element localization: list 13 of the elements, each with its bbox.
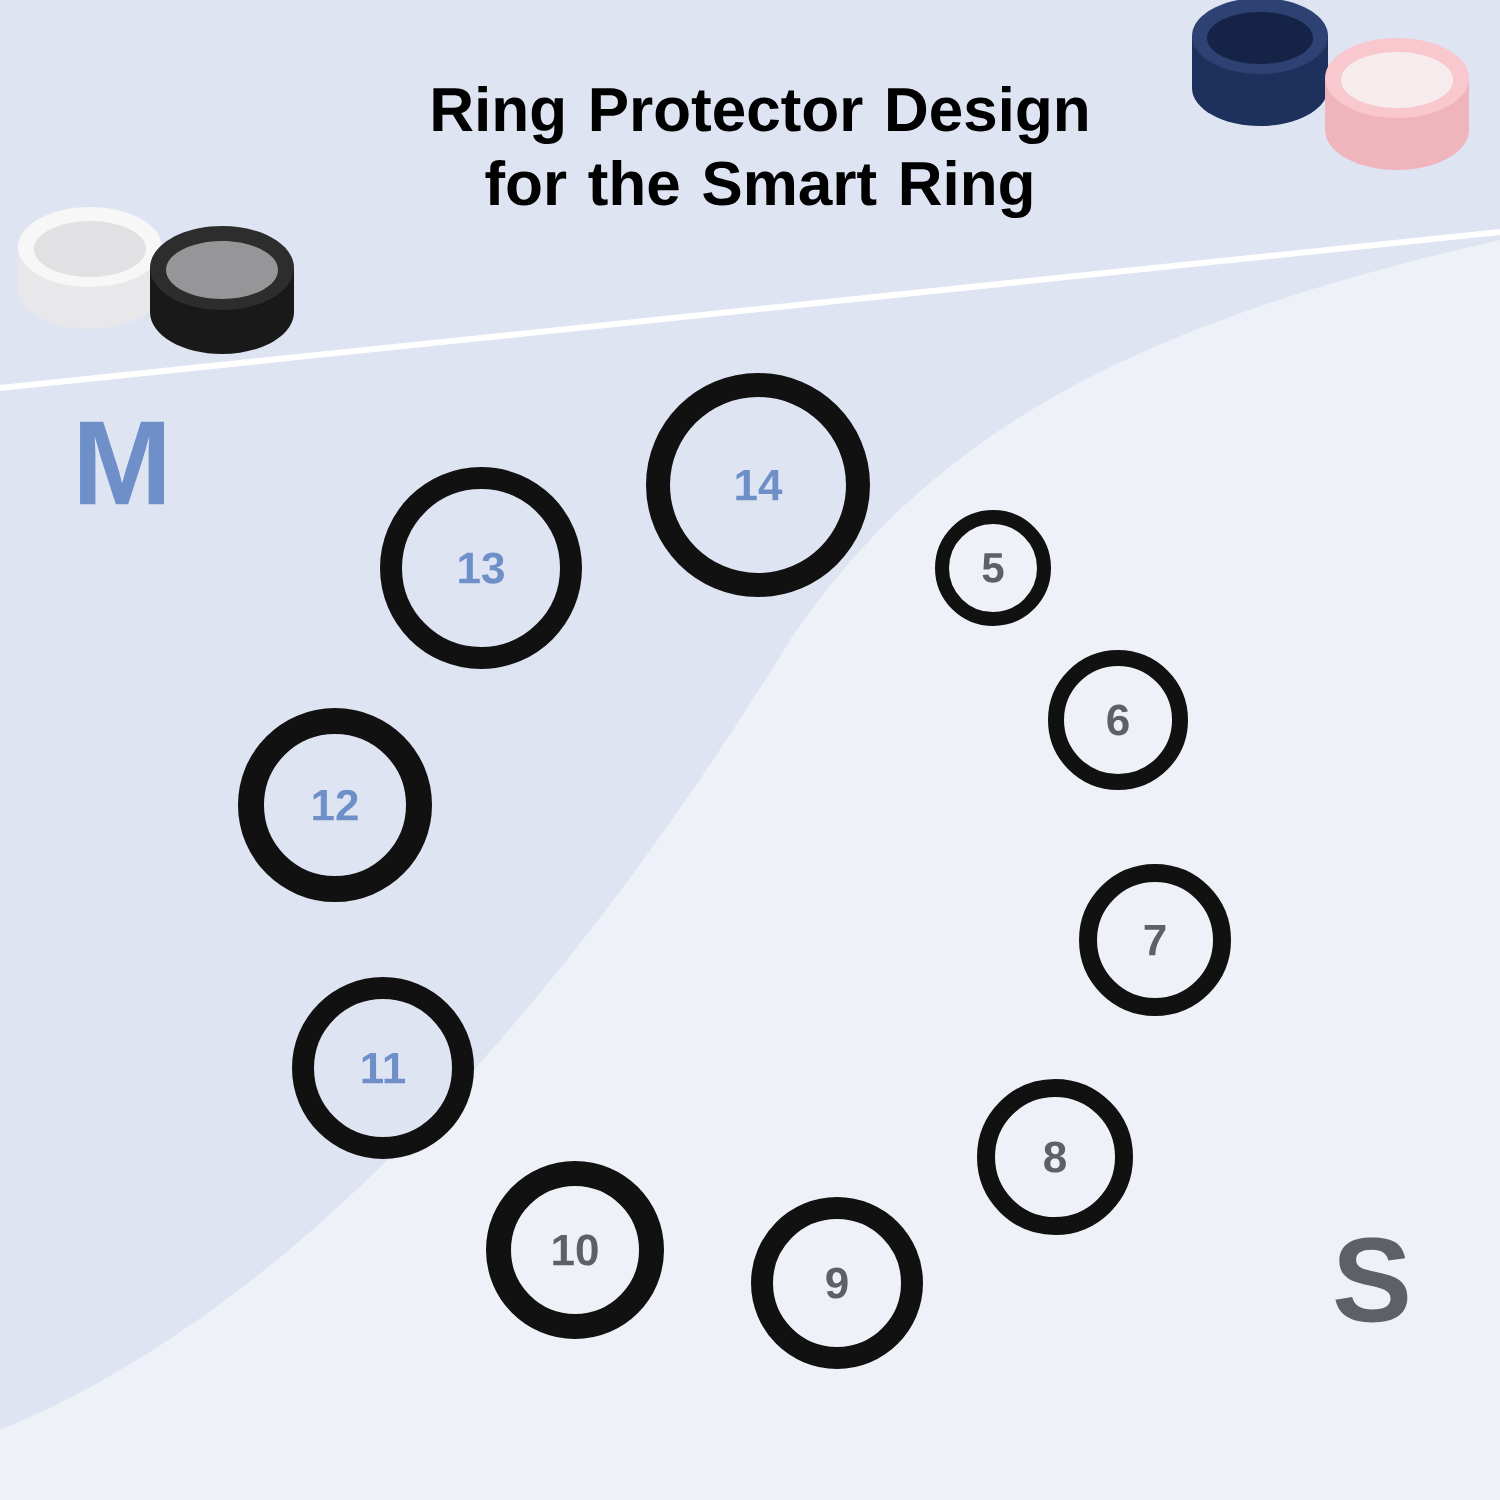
size-letter: S xyxy=(1335,1237,1408,1323)
ring: 12 xyxy=(238,708,432,902)
ring: 8 xyxy=(977,1079,1133,1235)
ring: 5 xyxy=(935,510,1051,626)
size-letter: M xyxy=(80,421,164,505)
ring: 13 xyxy=(380,467,582,669)
ring: 6 xyxy=(1048,650,1188,790)
ring: 9 xyxy=(751,1197,923,1369)
title: Ring Protector Design for the Smart Ring xyxy=(433,85,1087,219)
ring: 11 xyxy=(292,977,474,1159)
ring: 14 xyxy=(646,373,870,597)
ring: 10 xyxy=(486,1161,664,1339)
ring: 7 xyxy=(1079,864,1231,1016)
